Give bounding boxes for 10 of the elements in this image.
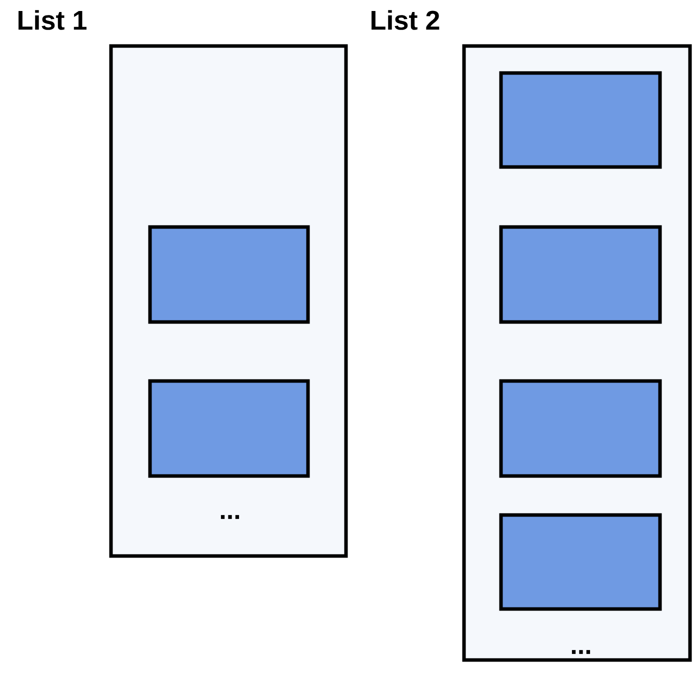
item-box — [499, 225, 662, 324]
item-box — [499, 379, 662, 478]
item-box — [499, 513, 662, 611]
item-box — [148, 225, 310, 324]
list-heading: List 1 — [18, 10, 86, 30]
ellipsis: ... — [220, 515, 240, 519]
item-box — [499, 71, 662, 169]
list-heading: List 2 — [372, 10, 440, 30]
item-box — [148, 379, 310, 478]
ellipsis: ... — [572, 650, 590, 654]
